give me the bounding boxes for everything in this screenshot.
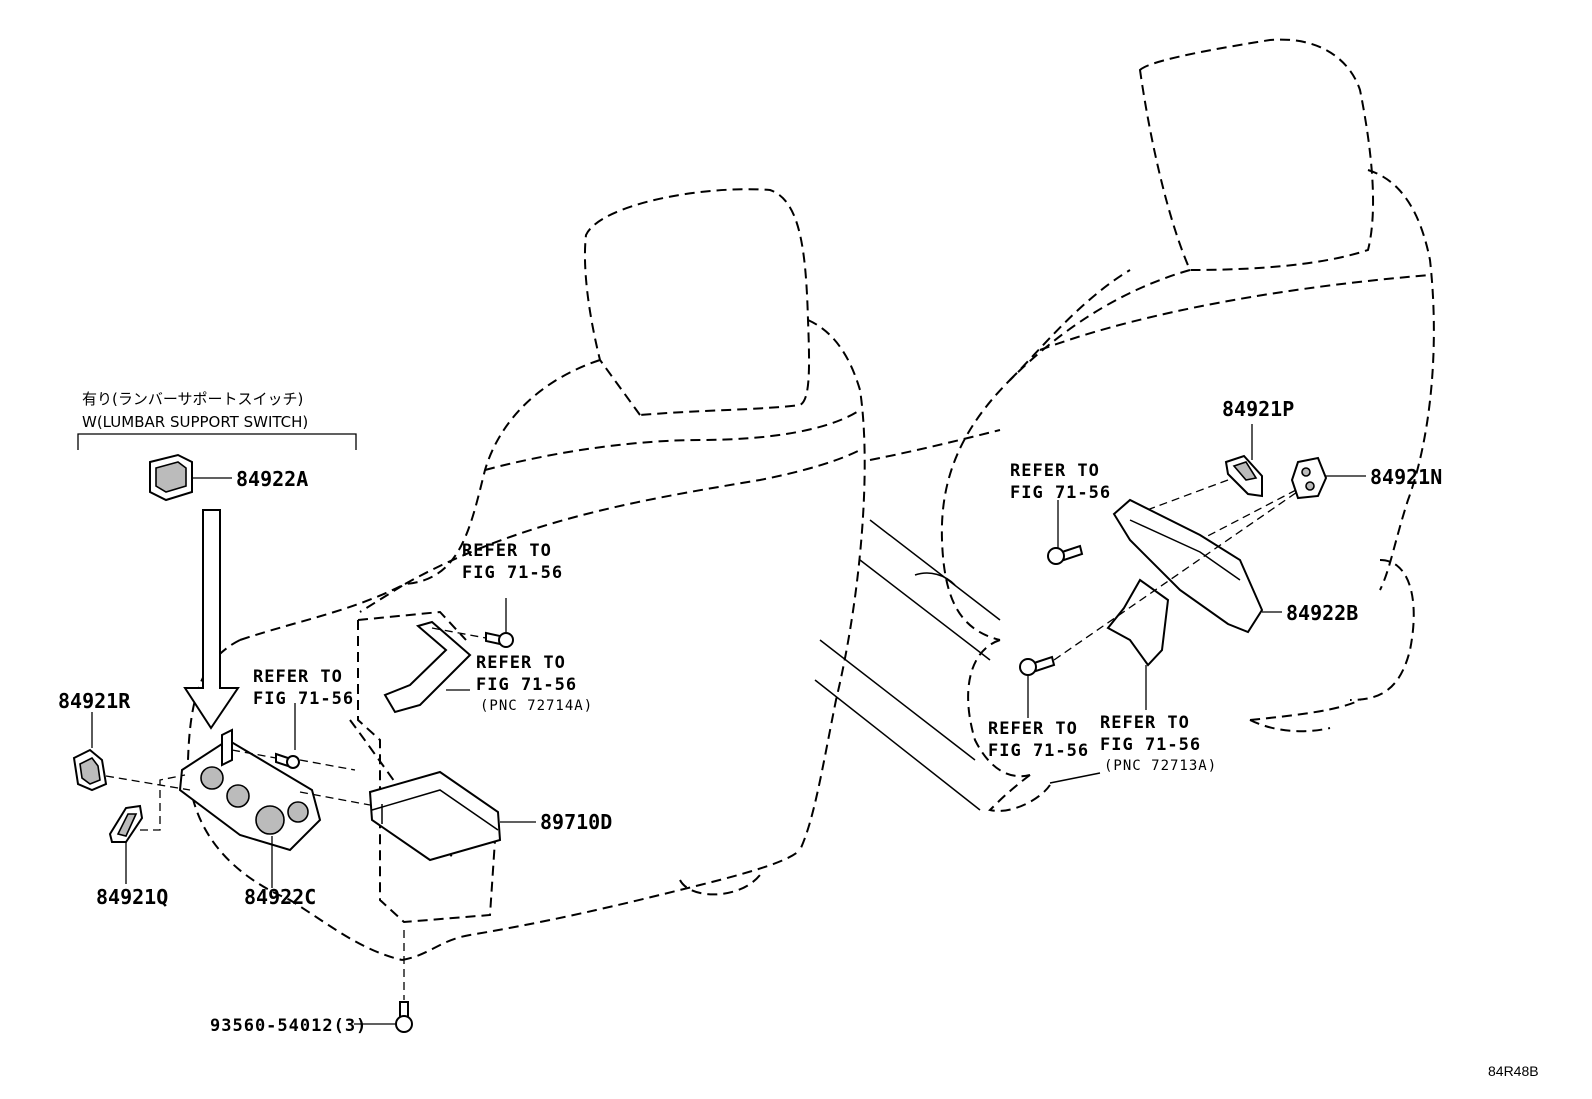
part-84922b-switch-housing <box>1112 498 1282 634</box>
ref-right-lower-line2: FIG 71-56 <box>988 741 1089 761</box>
label-84921p: 84921P <box>1222 397 1294 421</box>
assembly-arrow-icon <box>183 509 240 730</box>
right-seat-outline <box>814 38 1435 812</box>
ref-right-upper-line1: REFER TO <box>1010 461 1100 481</box>
left-seat-outline <box>186 188 866 961</box>
ref-bracket-a-line1: REFER TO <box>476 653 566 673</box>
ref-left-upper-line2: FIG 71-56 <box>462 563 563 583</box>
part-93560-bolt <box>354 930 413 1033</box>
ref-left-bolt-line2: FIG 71-56 <box>253 689 354 709</box>
label-84922c: 84922C <box>244 885 316 909</box>
part-84921q-knob <box>108 774 186 884</box>
ref-bracket-a-pnc: (PNC 72714A) <box>480 698 593 714</box>
part-bracket-72714a <box>383 598 514 714</box>
part-bracket-72713a <box>1106 578 1170 710</box>
label-84922b: 84922B <box>1286 601 1358 625</box>
ref-left-bolt-line1: REFER TO <box>253 667 343 687</box>
label-93560-54012: 93560-54012(3) <box>210 1016 367 1036</box>
condition-japanese: 有り(ランバーサポートスイッチ) <box>82 390 303 408</box>
label-84921r: 84921R <box>58 689 131 713</box>
label-89710d: 89710D <box>540 810 612 834</box>
ref-right-upper-line2: FIG 71-56 <box>1010 483 1111 503</box>
ref-left-upper-line1: REFER TO <box>462 541 552 561</box>
part-bolt-right-upper <box>1047 500 1084 565</box>
ref-bracket-b-line2: FIG 71-56 <box>1100 735 1201 755</box>
label-84921n: 84921N <box>1370 465 1442 489</box>
part-bolt-left <box>231 703 300 769</box>
ref-bracket-b-pnc: (PNC 72713A) <box>1104 758 1217 774</box>
ref-bracket-b-line1: REFER TO <box>1100 713 1190 733</box>
part-84921n-knob <box>1199 456 1366 541</box>
part-84922c-switch-assembly <box>178 728 322 888</box>
part-84921r-knob <box>72 712 191 792</box>
label-84921q: 84921Q <box>96 885 168 909</box>
part-89710d-module <box>299 759 536 862</box>
condition-bracket: 有り(ランバーサポートスイッチ) W(LUMBAR SUPPORT SWITCH… <box>77 390 357 450</box>
part-bolt-right-lower <box>1019 489 1301 718</box>
ref-right-lower-line1: REFER TO <box>988 719 1078 739</box>
part-84922a-lumbar-switch <box>149 453 232 502</box>
ref-bracket-a-line2: FIG 71-56 <box>476 675 577 695</box>
condition-english: W(LUMBAR SUPPORT SWITCH) <box>82 413 308 431</box>
diagram-code: 84R48B <box>1488 1063 1539 1079</box>
label-84922a: 84922A <box>236 467 308 491</box>
